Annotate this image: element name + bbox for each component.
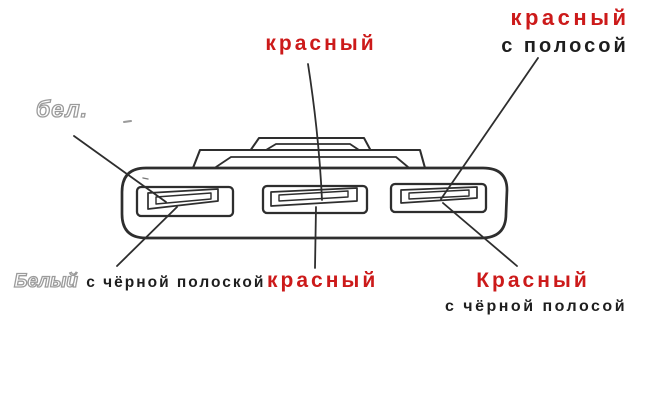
pin-right-inner (408, 189, 470, 200)
pin-center-inner (278, 190, 349, 202)
pin-center (270, 187, 358, 207)
label-wire-white-abbrev: бел. (35, 96, 89, 122)
stray-mark (123, 120, 132, 123)
leader-red-stripe-top-right (440, 57, 539, 200)
label-wire-white-desc: с чёрной полоской (86, 274, 266, 291)
label-wire-red-top: красный (265, 32, 377, 55)
connector-neck-inner (215, 156, 409, 168)
connector-top-tab-inner (265, 143, 360, 151)
stray-mark (142, 177, 149, 180)
label-wire-white-striped-bottom: Белый с чёрной полоской (13, 271, 266, 292)
label-wire-red-striped-top-name: красный (510, 5, 630, 30)
label-wire-red-striped-top-desc: с полосой (501, 35, 629, 57)
leader-red-stripe-bottom-right (442, 202, 518, 267)
leader-white-top (73, 135, 167, 203)
leader-red-top-center (307, 63, 323, 201)
leader-red-bottom-center (314, 206, 317, 269)
label-wire-red-striped-bottom-name: Красный (476, 269, 590, 292)
pin-left-inner (155, 192, 212, 205)
label-wire-white-name: Белый (13, 271, 78, 292)
label-wire-red-bottom: красный (267, 269, 379, 292)
label-wire-red-striped-bottom-desc: с чёрной полосой (444, 298, 628, 315)
leader-white-stripe-bottom (116, 206, 178, 267)
